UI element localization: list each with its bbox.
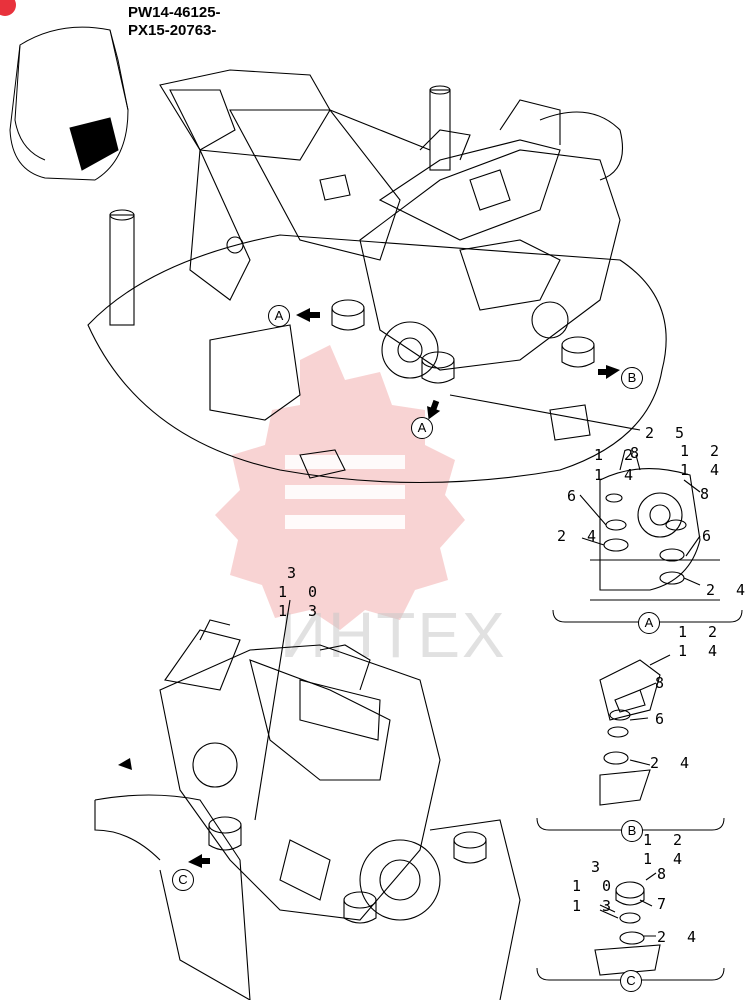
upper-frame: [87, 69, 667, 484]
callout-b-24: 2 4: [650, 754, 696, 772]
detail-label-a: A: [638, 612, 660, 634]
callout-c-3: 3: [287, 564, 303, 582]
view-marker-c: C: [172, 869, 194, 891]
detail-label-b: B: [621, 820, 643, 842]
callout-c-13: 1 3: [278, 602, 324, 620]
engine-upper: [331, 99, 624, 384]
view-marker-b-upper: B: [621, 367, 643, 389]
page-badge: [0, 0, 16, 16]
callout-a-12: 1 2: [594, 446, 640, 464]
callout-c-detail-14: 1 4: [643, 850, 689, 868]
serial-number-1: PW14-46125-: [128, 4, 221, 21]
callout-a-24-left: 2 4: [557, 527, 603, 545]
watermark-text: ИНТЕХ: [280, 599, 507, 671]
detail-view-b: [536, 654, 725, 838]
machine-thumbnail: [9, 26, 129, 181]
serial-number-2: PX15-20763-: [128, 22, 217, 39]
callout-c-detail-7: 7: [657, 895, 673, 913]
callout-c-detail-13: 1 3: [572, 897, 618, 915]
callout-c-detail-8: 8: [657, 865, 673, 883]
callout-c-detail-24: 2 4: [657, 928, 703, 946]
callout-a-6: 6: [567, 487, 583, 505]
view-marker-a-lower: A: [411, 417, 433, 439]
view-marker-a-upper: A: [268, 305, 290, 327]
callout-b-12: 1 2: [678, 623, 724, 641]
callout-a-14: 1 4: [594, 466, 640, 484]
callout-a-24-right: 2 4: [706, 581, 752, 599]
callout-c-10: 1 0: [278, 583, 324, 601]
callout-a-8: 8: [630, 444, 646, 462]
callout-a-6-right: 6: [702, 527, 718, 545]
detail-label-c: C: [620, 970, 642, 992]
engine-lower: [94, 599, 521, 1000]
view-arrows-lower: [118, 758, 210, 868]
view-arrows-upper: [296, 308, 620, 420]
callout-a-14-right: 1 4: [680, 461, 726, 479]
callout-a-8-right: 8: [700, 485, 716, 503]
callout-c-detail-3: 3: [591, 858, 607, 876]
callout-c-detail-10: 1 0: [572, 877, 618, 895]
callout-b-8: 8: [655, 674, 671, 692]
callout-25: 2 5: [645, 424, 691, 442]
callout-b-6: 6: [655, 710, 671, 728]
callout-a-12-right: 1 2: [680, 442, 726, 460]
callout-c-detail-12: 1 2: [643, 831, 689, 849]
callout-b-14: 1 4: [678, 642, 724, 660]
